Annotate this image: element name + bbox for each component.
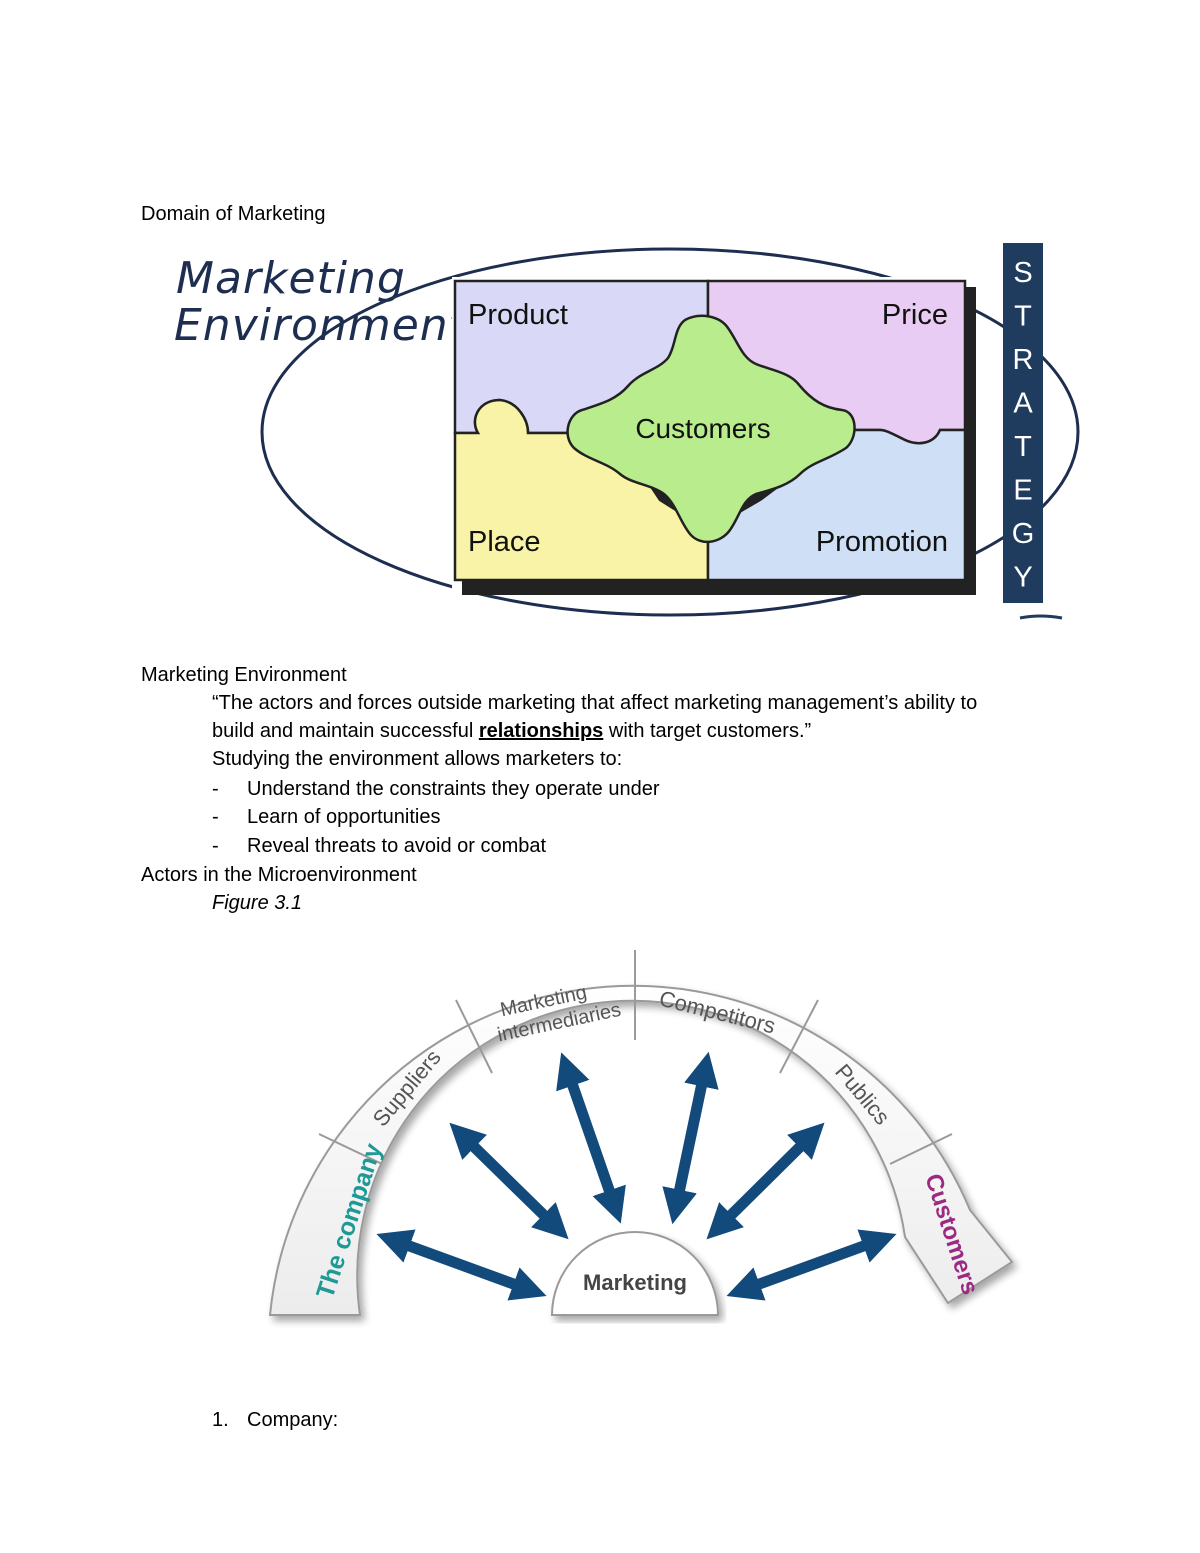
strategy-letter: S bbox=[1013, 257, 1032, 289]
customers-piece bbox=[566, 314, 856, 543]
figure-label: Figure 3.1 bbox=[212, 892, 303, 914]
price-label: Price bbox=[882, 299, 948, 331]
arrow-publics bbox=[706, 1122, 825, 1240]
marketing-mix-diagram: Marketing Environment Product Price Cust… bbox=[174, 243, 1080, 620]
arrow-customers bbox=[726, 1229, 897, 1301]
heading-actors-microenvironment: Actors in the Microenvironment bbox=[141, 864, 417, 886]
env-title-line2: Environment bbox=[174, 300, 468, 351]
arrow-suppliers bbox=[449, 1122, 569, 1240]
relationships-term: relationships bbox=[478, 720, 604, 742]
study-intro: Studying the environment allows marketer… bbox=[212, 748, 623, 770]
strategy-letter: T bbox=[1014, 301, 1032, 333]
list-item-company: Company: bbox=[247, 1409, 339, 1431]
arrow-intermediaries bbox=[556, 1052, 626, 1224]
strategy-letter: R bbox=[1013, 344, 1034, 376]
arrow-competitors bbox=[662, 1051, 719, 1225]
arrows bbox=[376, 1051, 897, 1301]
promotion-label: Promotion bbox=[816, 526, 948, 558]
env-title-line1: Marketing bbox=[176, 253, 406, 304]
environment-ellipse bbox=[260, 247, 1080, 617]
quote-line-1: “The actors and forces outside marketing… bbox=[212, 692, 978, 714]
strategy-letter: E bbox=[1013, 475, 1032, 507]
list-number: 1. bbox=[212, 1409, 229, 1431]
actors-arc bbox=[268, 984, 1014, 1316]
heading-domain-of-marketing: Domain of Marketing bbox=[141, 203, 326, 225]
quote-line-2-pre: build and maintain successful bbox=[212, 720, 479, 742]
arrow-company bbox=[376, 1229, 547, 1301]
quote-line-2-post: with target customers.” bbox=[603, 720, 812, 742]
promotion-piece bbox=[706, 428, 967, 582]
bullet-item: Reveal threats to avoid or combat bbox=[247, 835, 547, 857]
place-label: Place bbox=[468, 526, 541, 558]
strategy-bar bbox=[1003, 243, 1043, 603]
segment-competitors: Competitors bbox=[657, 986, 778, 1039]
microenvironment-diagram: The company Suppliers Marketing intermed… bbox=[268, 950, 1014, 1316]
strategy-letter: Y bbox=[1013, 562, 1032, 594]
quote-line-2: build and maintain successful relationsh… bbox=[212, 717, 811, 745]
bullet-item: Understand the constraints they operate … bbox=[247, 778, 660, 800]
strategy-letter: A bbox=[1013, 388, 1033, 420]
bullet-item: Learn of opportunities bbox=[247, 806, 441, 828]
product-label: Product bbox=[468, 299, 568, 331]
bullet-dash: - bbox=[212, 778, 219, 800]
strategy-letter: G bbox=[1012, 518, 1035, 550]
marketing-center bbox=[550, 1231, 720, 1316]
strategy-letter: T bbox=[1014, 431, 1032, 463]
marketing-center-label: Marketing bbox=[583, 1270, 687, 1295]
bullet-dash: - bbox=[212, 806, 219, 828]
heading-marketing-environment: Marketing Environment bbox=[141, 664, 347, 686]
bullet-dash: - bbox=[212, 835, 219, 857]
customers-label: Customers bbox=[635, 413, 770, 444]
